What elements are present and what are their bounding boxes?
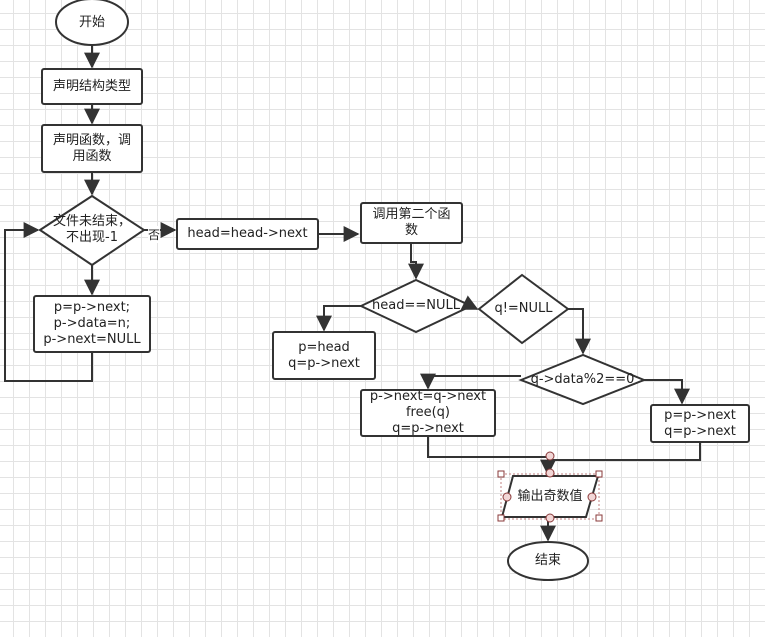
edge-mod2-advance xyxy=(644,379,690,405)
start-node[interactable] xyxy=(55,0,129,46)
end-node[interactable] xyxy=(507,541,589,581)
edge-head-null-q xyxy=(460,295,479,310)
p-head-node[interactable] xyxy=(272,331,376,380)
output-odd-node[interactable] xyxy=(500,475,600,518)
call-second-node[interactable] xyxy=(360,202,463,244)
edge-label-no: 否 xyxy=(148,226,161,243)
edge-call-head-null xyxy=(408,243,424,280)
assign-block-node[interactable] xyxy=(33,295,151,353)
edge-advance-merge xyxy=(548,442,701,461)
q-mod2-decision-node[interactable] xyxy=(518,353,647,406)
declare-struct-node[interactable] xyxy=(41,68,143,105)
head-null-decision-node[interactable] xyxy=(358,278,474,334)
edge-assign-loop xyxy=(4,222,93,382)
selection-handles xyxy=(497,451,603,523)
declare-func-node[interactable] xyxy=(41,124,143,173)
edge-mod2-remove xyxy=(420,373,521,390)
edge-remove-merge xyxy=(427,436,548,458)
advance-block-node[interactable] xyxy=(650,404,750,443)
q-not-null-decision-node[interactable] xyxy=(477,273,570,345)
edge-q-mod2 xyxy=(568,308,591,355)
eof-decision-node[interactable] xyxy=(38,194,146,267)
head-next-node[interactable] xyxy=(176,218,319,250)
edge-head-null-p-head xyxy=(316,305,361,332)
remove-block-node[interactable] xyxy=(360,389,496,437)
